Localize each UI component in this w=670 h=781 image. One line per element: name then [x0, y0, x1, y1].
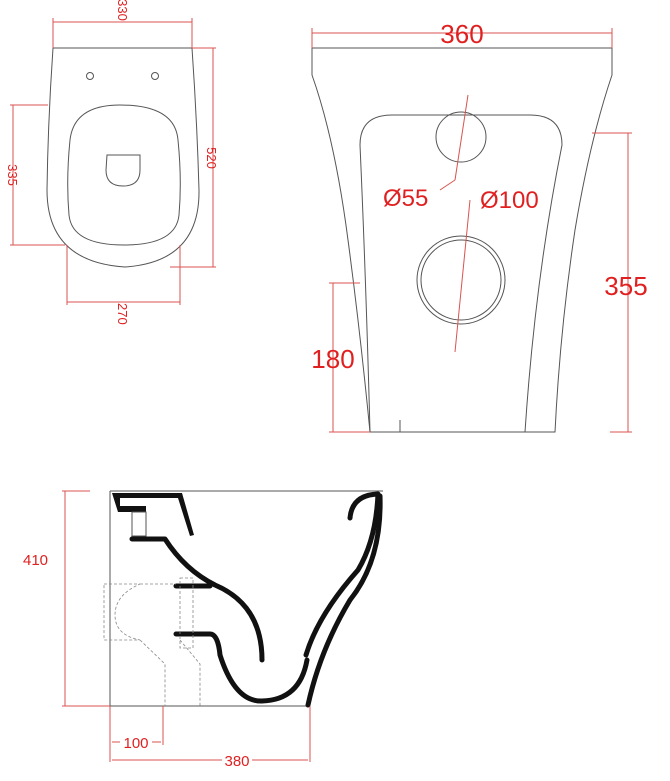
seat-rim-section [112, 493, 194, 536]
outlet-hole-100 [416, 235, 506, 325]
seat-outline [67, 104, 181, 246]
dim-380-label: 380 [224, 753, 249, 770]
top-view: 330 335 520 270 [5, 0, 219, 325]
dim-335-label: 335 [5, 164, 20, 186]
dim-410-label: 410 [23, 552, 48, 569]
dim-leader [439, 179, 456, 191]
bowl-front-section [303, 491, 381, 658]
top-view-outline [46, 47, 200, 268]
side-view: 410 100 380 [23, 490, 383, 770]
dim-520-label: 520 [204, 147, 219, 169]
dim-330-label: 330 [115, 0, 130, 21]
hinge-hole-left [86, 72, 94, 80]
inlet-hole-55 [435, 111, 487, 163]
hole-55-label: Ø55 [383, 185, 428, 212]
outlet-connector-hidden [103, 577, 201, 706]
bowl-back-section [129, 536, 265, 663]
front-view: Ø55 Ø100 360 355 180 [311, 19, 648, 433]
bowl-opening [105, 154, 141, 187]
dim-line-55 [454, 94, 469, 181]
dim-100-label: 100 [123, 735, 148, 752]
rear-recess-outline [359, 114, 563, 433]
hole-100-label: Ø100 [480, 187, 539, 214]
front-view-outline [311, 47, 613, 433]
dim-270-label: 270 [115, 303, 130, 325]
dim-360-label: 360 [440, 19, 483, 49]
dim-180-label: 180 [311, 344, 354, 374]
hinge-hole-right [151, 72, 159, 80]
bowl-outer-front [305, 493, 383, 708]
outlet-hole-inner [420, 239, 502, 321]
dim-355-label: 355 [604, 271, 647, 301]
dim-line-100 [454, 199, 471, 353]
hinge-block [131, 511, 147, 537]
